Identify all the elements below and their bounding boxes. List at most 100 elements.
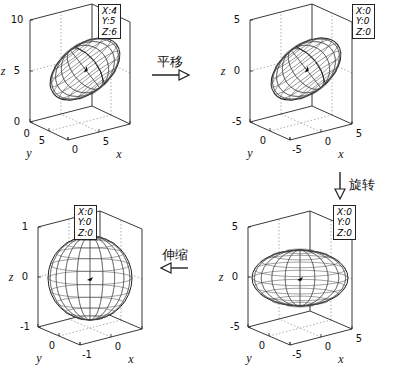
meridian-line: [40, 27, 130, 112]
data-tip-box: X:4 Y:5 Z:6: [98, 4, 121, 39]
data-point-marker: [82, 66, 89, 73]
cut-opening: [75, 43, 109, 85]
axis-label: z: [221, 65, 226, 77]
tick-mark: [250, 119, 251, 122]
meridian-line: [272, 250, 328, 306]
box-edge: [310, 311, 352, 329]
tick-mark: [290, 342, 291, 345]
meridian-line: [261, 27, 351, 112]
tick-label: 5: [356, 334, 362, 344]
parallel-line: [277, 47, 344, 103]
axis-label: z: [9, 271, 14, 283]
tick-mark: [248, 277, 251, 278]
transform-arrow: [339, 172, 340, 198]
box-edge: [130, 22, 131, 124]
ellipsoid-outline: [48, 236, 132, 320]
box-edge: [250, 4, 312, 20]
tick-mark: [142, 326, 143, 329]
parallel-line: [252, 270, 348, 285]
axis-label: y: [247, 147, 252, 159]
box-edge: [38, 327, 80, 345]
meridian-line: [300, 250, 301, 306]
meridian-line: [254, 250, 345, 306]
grid-line: [270, 115, 332, 131]
data-tip-text: X:0 Y:0 Z:0: [78, 207, 93, 238]
tick-label: 0: [22, 272, 28, 282]
tick-mark: [352, 121, 353, 124]
meridian-line: [261, 27, 351, 112]
data-tip-text: X:4 Y:5 Z:6: [102, 6, 117, 37]
meridian-line: [60, 42, 109, 95]
meridian-line: [77, 236, 103, 320]
ellipsoid-surface: [259, 25, 353, 113]
tick-label: 1: [22, 222, 28, 232]
parallel-line: [76, 67, 118, 102]
axes-box: [250, 4, 352, 140]
parallel-line: [65, 308, 114, 316]
axis-label: z: [1, 65, 6, 77]
box-edge: [100, 211, 142, 229]
parallel-line: [47, 35, 114, 91]
tick-label: -5: [292, 350, 302, 360]
data-tip-box: X:0 Y:0 Z:0: [333, 205, 356, 240]
data-point-marker: [297, 277, 303, 281]
parallel-line: [297, 67, 339, 102]
meridian-line: [261, 250, 339, 306]
data-tip-box: X:0 Y:0 Z:0: [74, 205, 97, 240]
tick-mark: [68, 137, 69, 140]
edge-label: 旋转: [348, 178, 376, 192]
ellipsoid-surface: [48, 236, 132, 320]
box-edge: [312, 4, 352, 22]
tick-mark: [59, 333, 60, 336]
tick-mark: [248, 227, 251, 228]
tick-label: 0: [49, 341, 55, 351]
tick-label: 0: [325, 137, 331, 147]
parallel-line: [254, 279, 345, 294]
box-edge: [80, 329, 142, 345]
tick-label: 0: [115, 342, 121, 352]
cut-opening: [296, 43, 330, 85]
meridian-line: [281, 42, 330, 95]
plot-panel: 50-5z0y-505xX:0 Y:0 Z:0: [190, 0, 394, 170]
tick-mark: [290, 137, 291, 140]
meridian-line: [56, 236, 124, 320]
tick-mark: [130, 121, 131, 124]
parallel-line: [48, 271, 132, 284]
parallel-line: [65, 240, 114, 248]
parallel-line: [286, 56, 343, 104]
tick-mark: [30, 71, 33, 72]
tick-mark: [250, 122, 253, 123]
tick-label: 0: [232, 272, 238, 282]
parallel-line: [261, 288, 339, 300]
ellipsoid-outline: [252, 250, 348, 306]
meridian-line: [90, 236, 91, 320]
parallel-line: [309, 78, 331, 96]
meridian-line: [254, 250, 345, 306]
tick-mark: [352, 326, 353, 329]
meridian-line: [50, 236, 130, 320]
ellipsoid-surface: [252, 249, 348, 307]
data-tip-text: X:0 Y:0 Z:0: [337, 207, 352, 238]
axis-label: x: [338, 353, 343, 365]
tick-label: -1: [82, 350, 92, 360]
tick-mark: [68, 137, 69, 140]
parallel-line: [65, 56, 122, 104]
parallel-line: [56, 47, 123, 103]
parallel-line: [88, 78, 110, 96]
plot-panel: 10-1z0y-10xX:0 Y:0 Z:0: [0, 200, 160, 370]
tick-label: 0: [260, 136, 266, 146]
ellipsoid-outline: [260, 25, 353, 112]
tick-mark: [248, 327, 251, 328]
transform-arrow: [152, 74, 188, 75]
box-edge: [250, 106, 312, 122]
data-tip-text: X:0 Y:0 Z:0: [356, 6, 371, 37]
axis-label: x: [338, 148, 343, 160]
tick-mark: [290, 137, 291, 140]
grid-line: [59, 320, 121, 336]
parallel-line: [261, 255, 339, 267]
box-edge: [290, 329, 352, 345]
meridian-line: [40, 27, 130, 112]
tick-mark: [111, 334, 112, 337]
